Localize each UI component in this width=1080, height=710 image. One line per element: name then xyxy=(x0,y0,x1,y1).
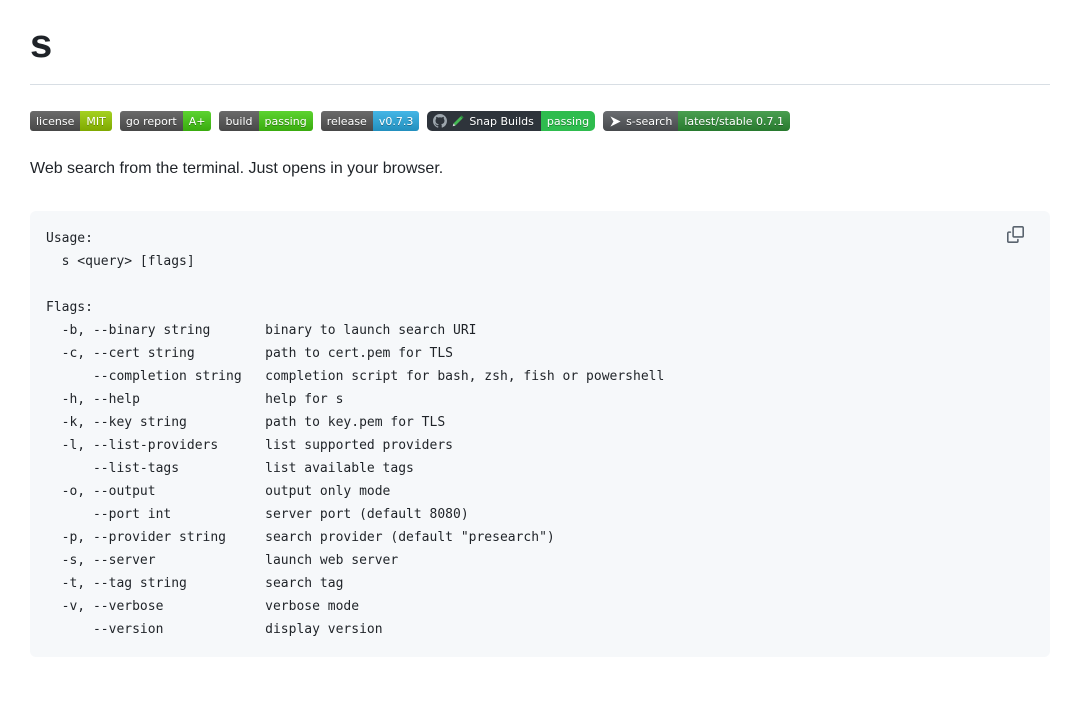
usage-code-block: Usage: s <query> [flags] Flags: -b, --bi… xyxy=(30,211,1050,657)
badge-release-value: v0.7.3 xyxy=(372,111,420,131)
project-description: Web search from the terminal. Just opens… xyxy=(30,160,444,177)
badge-snap-builds-label: Snap Builds xyxy=(469,114,534,128)
badge-license-value: MIT xyxy=(80,111,112,131)
badge-row: license MIT go report A+ build passing r… xyxy=(30,111,1050,131)
copy-icon xyxy=(1007,226,1024,243)
badge-license[interactable]: license MIT xyxy=(30,111,112,131)
badge-snapcraft-label: s-search xyxy=(626,114,673,128)
badge-snap-builds-label-section: Snap Builds xyxy=(427,111,541,131)
github-icon xyxy=(433,114,448,128)
badge-go-report[interactable]: go report A+ xyxy=(119,111,212,131)
snapcraft-icon xyxy=(609,115,622,128)
badge-go-report-value: A+ xyxy=(182,111,212,131)
badge-snapcraft[interactable]: s-search latest/stable 0.7.1 xyxy=(603,111,791,131)
usage-code: Usage: s <query> [flags] Flags: -b, --bi… xyxy=(46,231,665,637)
badge-build[interactable]: build passing xyxy=(219,111,313,131)
pencil-icon xyxy=(452,115,464,127)
badge-snap-builds[interactable]: Snap Builds passing xyxy=(427,111,596,131)
badge-build-value: passing xyxy=(258,111,313,131)
badge-snap-builds-value: passing xyxy=(540,111,596,131)
badge-release[interactable]: release v0.7.3 xyxy=(320,111,420,131)
badge-license-label: license xyxy=(30,111,81,131)
readme-content: s license MIT go report A+ build passing… xyxy=(30,18,1050,657)
page-title: s xyxy=(30,18,1050,85)
copy-button[interactable] xyxy=(1003,222,1028,247)
badge-go-report-label: go report xyxy=(119,111,183,131)
badge-build-label: build xyxy=(219,111,259,131)
badge-snapcraft-label-section: s-search xyxy=(603,111,679,131)
badge-snapcraft-value: latest/stable 0.7.1 xyxy=(678,111,791,131)
badge-release-label: release xyxy=(320,111,373,131)
